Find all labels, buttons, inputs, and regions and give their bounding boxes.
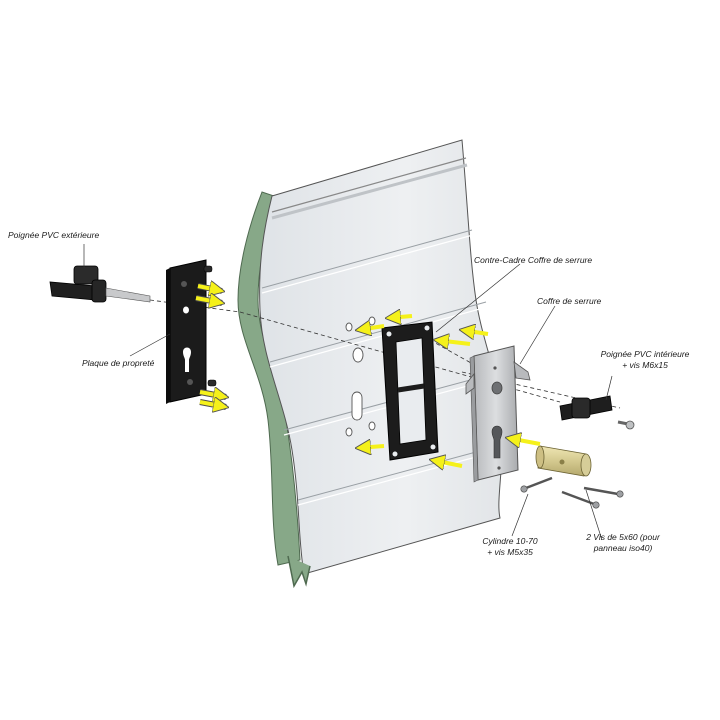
panel-holes xyxy=(345,316,376,437)
arrow xyxy=(436,340,471,344)
euro-cylinder xyxy=(535,445,592,477)
leader-lines xyxy=(83,244,613,541)
panel-screw-5x60 xyxy=(583,486,624,498)
label-panel-screws: 2 Vis de 5x60 (pour panneau iso40) xyxy=(568,532,678,554)
arrow xyxy=(388,316,413,318)
panel-top-rib xyxy=(271,157,467,213)
label-interior-handle: Poignée PVC intérieure + vis M6x15 xyxy=(590,349,700,371)
panel-groove xyxy=(269,301,487,363)
label-panel-screws-line2: panneau iso40) xyxy=(593,543,653,553)
panel-screw-5x60 xyxy=(561,490,600,509)
counter-frame xyxy=(381,321,439,461)
arrow xyxy=(358,446,385,448)
arrow xyxy=(197,286,222,291)
label-cylinder-line1: Cylindre 10-70 xyxy=(482,536,538,546)
label-panel-screws-line1: 2 Vis de 5x60 (pour xyxy=(586,532,660,542)
arrow xyxy=(358,326,385,330)
assembly-arrows xyxy=(195,286,541,466)
label-lock-case: Coffre de serrure xyxy=(537,296,602,306)
label-interior-handle-line2: + vis M6x15 xyxy=(622,360,668,370)
label-counter-frame: Contre-Cadre Coffre de serrure xyxy=(474,255,593,265)
interior-handle xyxy=(559,395,613,421)
label-cylinder: Cylindre 10-70 + vis M5x35 xyxy=(470,536,550,558)
panel-groove xyxy=(297,444,503,501)
label-escutcheon-plate: Plaque de propreté xyxy=(82,358,155,368)
label-interior-handle-line1: Poignée PVC intérieure xyxy=(600,349,690,359)
arrow xyxy=(199,392,226,397)
exterior-handle xyxy=(49,265,151,303)
arrow xyxy=(508,438,541,444)
arrow xyxy=(432,460,463,466)
arrow xyxy=(462,330,489,334)
escutcheon-plate xyxy=(166,259,217,404)
arrow xyxy=(195,298,222,303)
arrow xyxy=(199,402,226,407)
lock-case xyxy=(465,345,531,483)
door-panel xyxy=(237,139,503,589)
panel-groove xyxy=(261,229,473,289)
label-exterior-handle: Poignée PVC extérieure xyxy=(8,230,100,240)
panel-bottom-tongue xyxy=(287,555,311,589)
label-cylinder-line2: + vis M5x35 xyxy=(487,547,533,557)
interior-handle-screw xyxy=(617,420,635,430)
cylinder-screw-m5x35 xyxy=(520,476,553,493)
